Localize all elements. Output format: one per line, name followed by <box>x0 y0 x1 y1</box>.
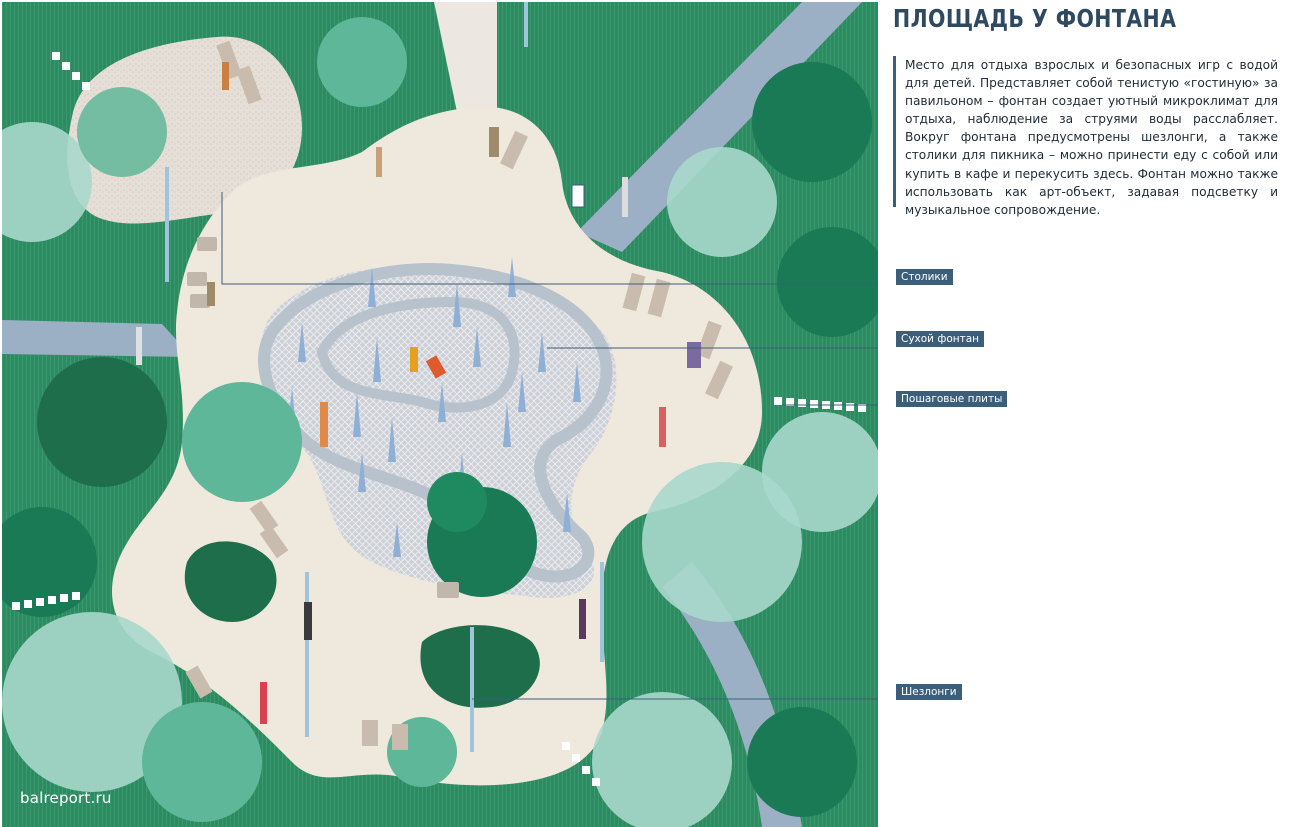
walkway-top <box>434 2 497 112</box>
description-text: Место для отдыха взрослых и безопасных и… <box>905 58 1278 217</box>
description-accent-bar <box>893 56 896 207</box>
stepping-stones <box>12 52 866 786</box>
fountain-ring-inner <box>316 296 520 413</box>
page-title: ПЛОЩАДЬ У ФОНТАНА <box>893 4 1177 33</box>
loungers <box>185 40 733 750</box>
callout-loungers: Шезлонги <box>896 684 962 700</box>
callout-tables: Столики <box>896 269 953 285</box>
people <box>136 62 701 724</box>
callout-dry-fountain: Сухой фонтан <box>896 331 985 347</box>
picnic-tables <box>187 237 459 598</box>
planting-island <box>420 625 540 708</box>
planting-island <box>184 541 277 622</box>
park-plan-illustration <box>2 2 878 827</box>
lamp-posts <box>165 2 604 752</box>
walkway-diagonal <box>577 2 862 252</box>
callout-stepping-stones: Пошаговые плиты <box>896 391 1008 407</box>
watermark: balreport.ru <box>20 789 112 807</box>
trees <box>2 17 878 827</box>
callout-lines <box>221 192 878 700</box>
kiosk <box>571 184 585 208</box>
walkway-left <box>2 320 192 357</box>
